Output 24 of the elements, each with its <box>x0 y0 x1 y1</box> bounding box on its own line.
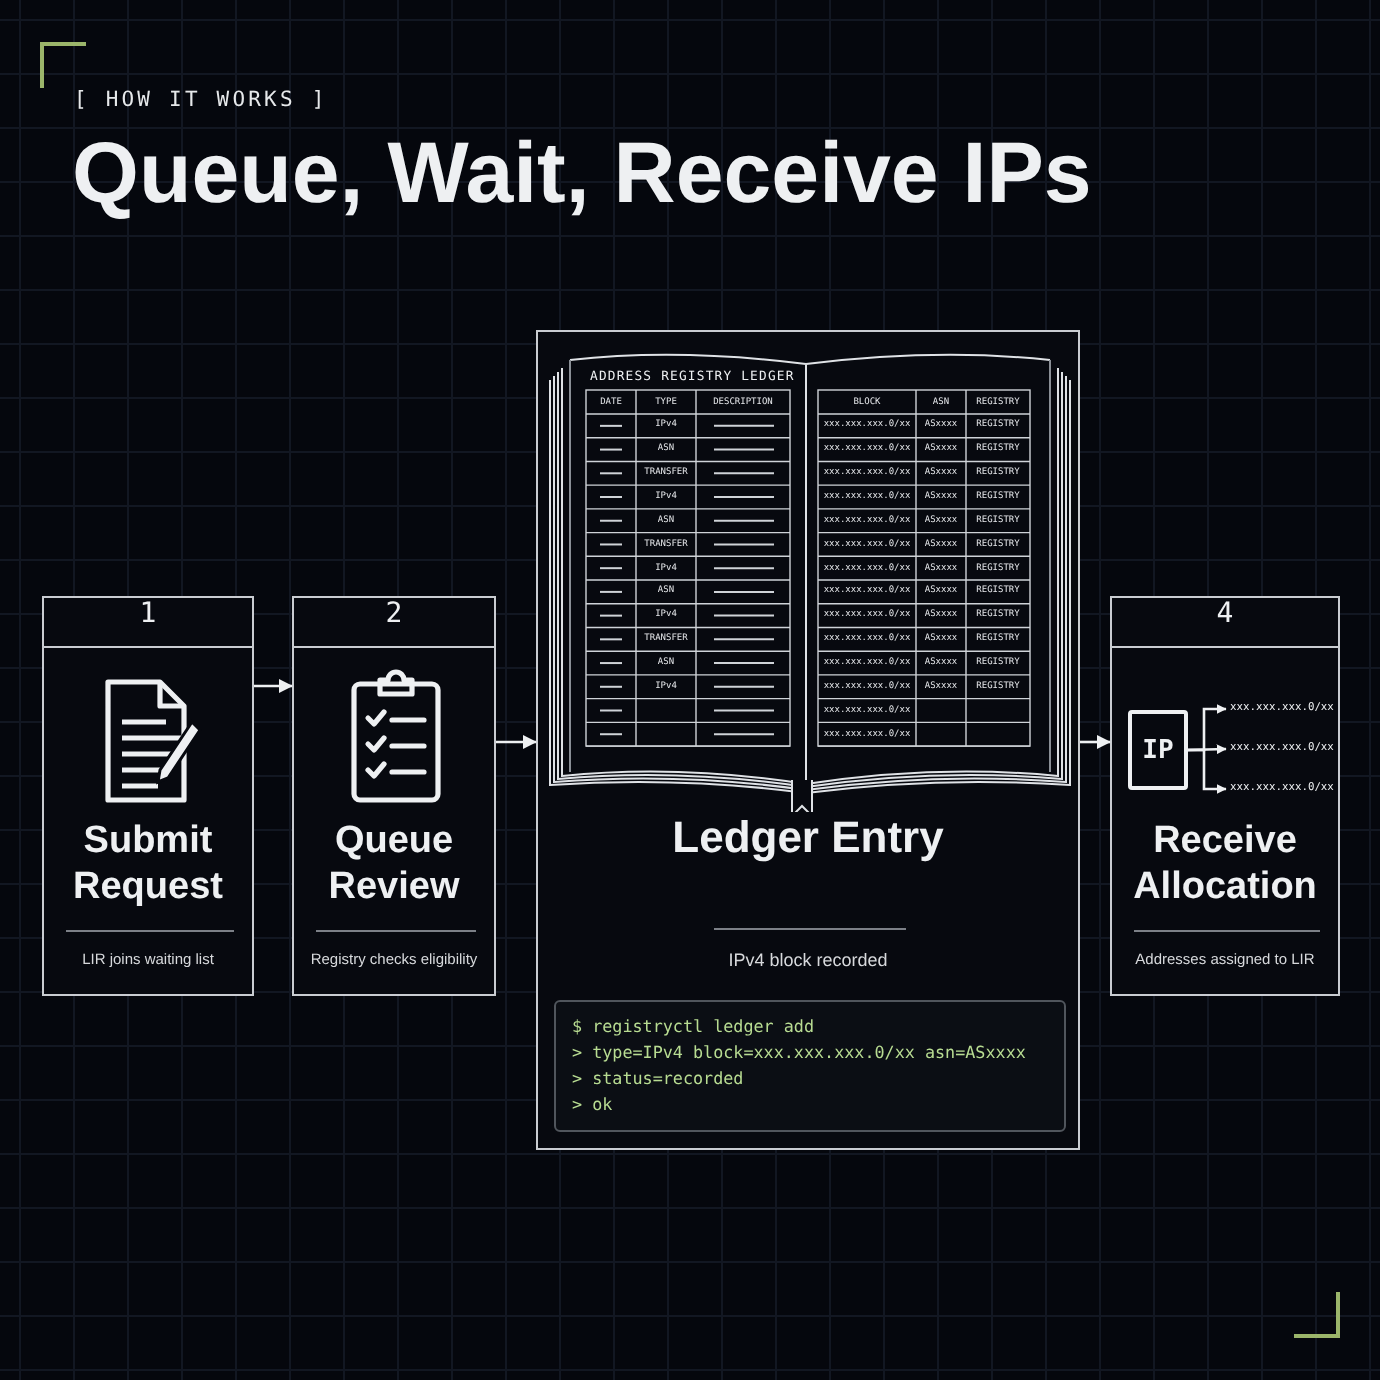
step-card <box>1110 596 1340 996</box>
step-card <box>292 596 496 996</box>
ip-box: IP <box>1128 710 1188 790</box>
arrow <box>1080 735 1111 749</box>
step-description: IPv4 block recorded <box>726 950 890 970</box>
terminal-panel <box>554 1000 1066 1132</box>
title: Queue, Wait, Receive IPs <box>72 124 1092 224</box>
step-title: Ledger Entry <box>670 812 946 864</box>
section-kicker: [ HOW IT WORKS ] <box>74 88 328 112</box>
step-number: 1 <box>137 598 159 634</box>
step-number: 2 <box>383 598 405 634</box>
terminal-line: > status=recorded <box>572 1066 746 1092</box>
terminal-line: > type=IPv4 block=xxx.xxx.xxx.0/xx asn=ASxxxx <box>572 1040 1028 1066</box>
terminal-line: $ registryctl ledger add <box>572 1014 817 1040</box>
step-title: Submit Request <box>71 818 225 910</box>
arrow <box>1188 748 1227 794</box>
terminal-line: > ok <box>572 1092 615 1118</box>
arrow <box>496 735 537 749</box>
step-title: Receive Allocation <box>1131 818 1319 910</box>
arrow <box>254 679 293 693</box>
step-number: 4 <box>1214 598 1236 634</box>
step-card <box>536 330 1080 1150</box>
step-title: Queue Review <box>326 818 462 910</box>
step-card <box>42 596 254 996</box>
